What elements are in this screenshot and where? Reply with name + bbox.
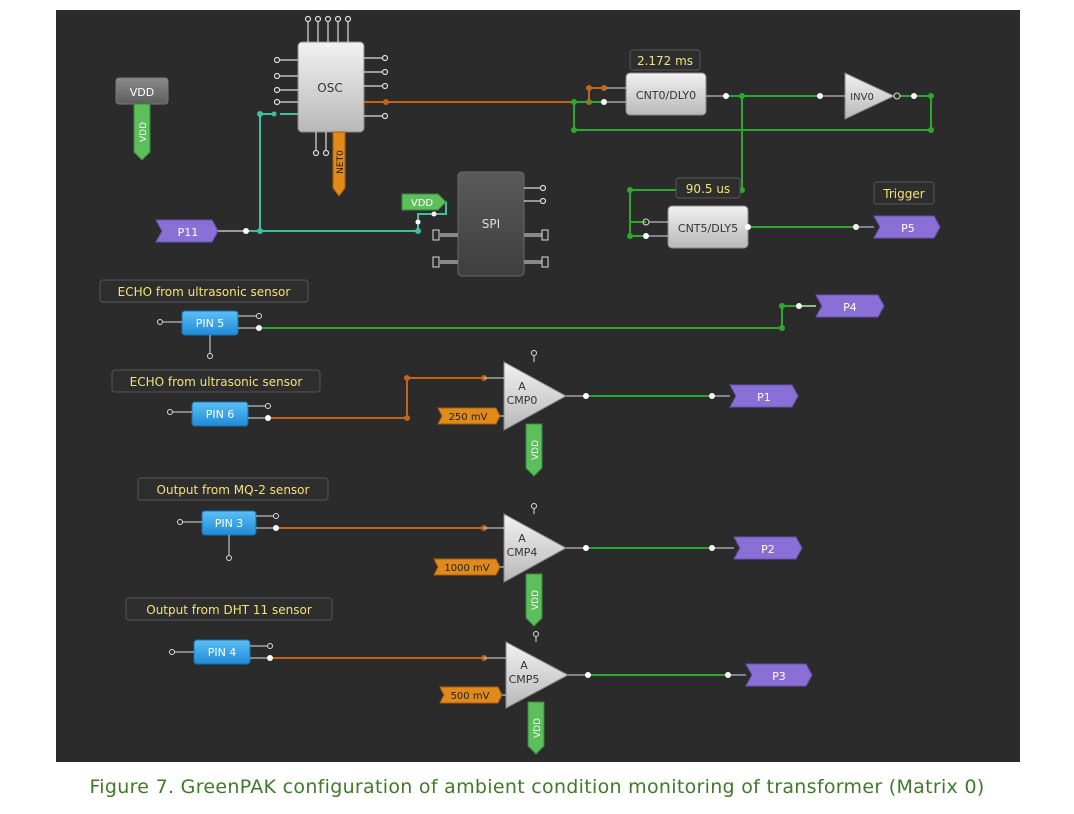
p2-port[interactable]: P2 <box>709 536 803 560</box>
cmp5-vdd: VDD <box>533 718 543 738</box>
p11-port[interactable]: P11 <box>155 219 249 243</box>
cnt0-time: 2.172 ms <box>637 54 693 68</box>
pin3-label: PIN 3 <box>215 517 244 530</box>
p4-label: P4 <box>843 301 857 314</box>
cmp5-ref: 500 mV <box>451 691 490 702</box>
schematic-svg: VDD VDD OSC NET0 <box>99 15 941 755</box>
p3-label: P3 <box>772 670 786 683</box>
p5-label: P5 <box>901 222 915 235</box>
osc-label: OSC <box>317 81 342 95</box>
cmp0-ref: 250 mV <box>449 412 488 423</box>
cmp0-top: A <box>518 380 526 393</box>
vdd-block-label: VDD <box>130 86 154 99</box>
p2-label: P2 <box>761 543 775 556</box>
pin3-block[interactable]: PIN 3 <box>177 510 280 561</box>
trigger-label: Trigger <box>882 187 924 201</box>
cmp4-ref: 1000 mV <box>444 563 489 574</box>
cnt5-label: CNT5/DLY5 <box>678 222 738 235</box>
pin4-block[interactable]: PIN 4 <box>169 639 274 665</box>
cnt0-label: CNT0/DLY0 <box>636 89 696 102</box>
echo2-label-box: ECHO from ultrasonic sensor <box>111 369 321 393</box>
net-pin5-p4 <box>260 305 816 329</box>
inv0-label: INV0 <box>850 92 874 103</box>
pin5-block[interactable]: PIN 5 <box>157 310 263 359</box>
net-p11-dots <box>257 111 421 234</box>
net-cnt0-loop <box>573 95 932 237</box>
mq2-label-box: Output from MQ-2 sensor <box>137 477 329 501</box>
p1-label: P1 <box>757 391 771 404</box>
cmp4-name: CMP4 <box>507 546 538 559</box>
pin6-label: PIN 6 <box>206 408 235 421</box>
echo2-label: ECHO from ultrasonic sensor <box>130 375 303 389</box>
p3-port[interactable]: P3 <box>725 663 813 687</box>
cnt0-block[interactable]: 2.172 ms CNT0/DLY0 <box>601 49 729 116</box>
spi-label: SPI <box>482 217 500 231</box>
vdd-block[interactable]: VDD VDD <box>115 77 169 161</box>
cmp5-name: CMP5 <box>509 673 540 686</box>
net-osc-out <box>386 87 604 103</box>
echo1-label-box: ECHO from ultrasonic sensor <box>99 279 309 303</box>
p11-label: P11 <box>178 226 199 239</box>
net-cnt5-p5 <box>748 224 859 230</box>
net0-label: NET0 <box>336 150 346 174</box>
cmp4-vdd: VDD <box>531 590 541 610</box>
pin6-block[interactable]: PIN 6 <box>167 401 272 427</box>
net-cnt0-dots <box>571 93 934 239</box>
p1-port[interactable]: P1 <box>709 384 799 408</box>
net-osc-dots <box>383 85 607 105</box>
p4-port[interactable]: P4 <box>796 294 885 318</box>
cmp0-comparator[interactable]: A CMP0 250 mV VDD <box>437 350 589 477</box>
inv0-gate[interactable]: INV0 <box>817 72 917 120</box>
vdd-tag-label: VDD <box>139 122 149 142</box>
cmp5-comparator[interactable]: A CMP5 500 mV VDD <box>439 631 591 755</box>
cnt5-block[interactable]: 90.5 us CNT5/DLY5 <box>642 177 751 249</box>
echo1-label: ECHO from ultrasonic sensor <box>118 285 291 299</box>
cmp4-top: A <box>518 532 526 545</box>
spi-vdd-label: VDD <box>411 198 434 209</box>
pin5-label: PIN 5 <box>196 317 225 330</box>
cmp5-top: A <box>520 659 528 672</box>
spi-pins <box>524 184 547 205</box>
pin4-label: PIN 4 <box>208 646 237 659</box>
dht11-label-box: Output from DHT 11 sensor <box>125 597 333 621</box>
mq2-label: Output from MQ-2 sensor <box>157 483 310 497</box>
cmp0-vdd: VDD <box>531 440 541 460</box>
dht11-label: Output from DHT 11 sensor <box>146 603 312 617</box>
net-pin6-cmp0 <box>268 377 484 419</box>
cmp0-name: CMP0 <box>507 394 538 407</box>
spi-bus-pins <box>432 229 549 268</box>
cnt5-time: 90.5 us <box>686 182 730 196</box>
osc-pins <box>273 15 389 157</box>
p5-port[interactable]: P5 <box>856 215 941 239</box>
trigger-label-box: Trigger <box>873 181 935 205</box>
osc-block[interactable]: OSC NET0 <box>271 15 389 197</box>
schematic-canvas: VDD VDD OSC NET0 <box>56 10 1020 762</box>
figure-caption: Figure 7. GreenPAK configuration of ambi… <box>89 776 985 798</box>
cmp4-comparator[interactable]: A CMP4 1000 mV VDD <box>433 503 589 627</box>
spi-block[interactable]: SPI VDD <box>401 171 549 277</box>
net-pin5-dots <box>779 303 785 331</box>
